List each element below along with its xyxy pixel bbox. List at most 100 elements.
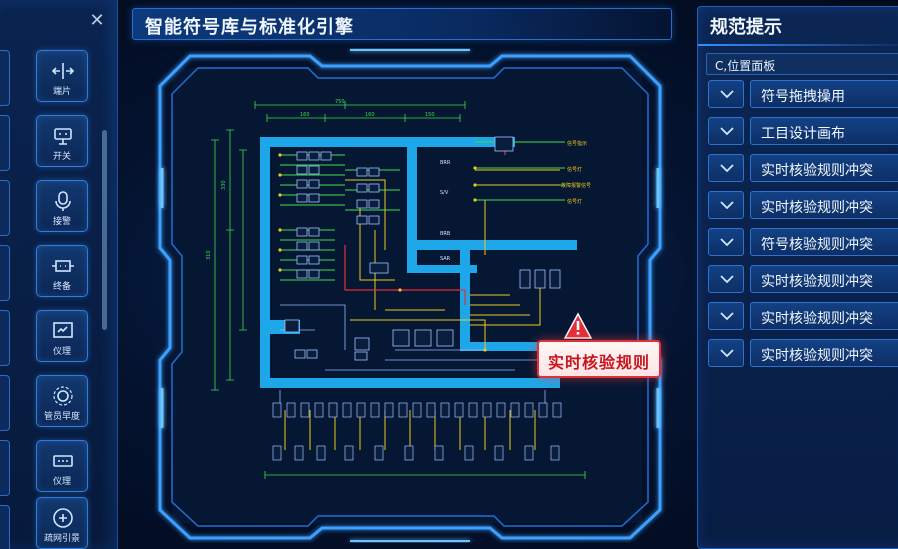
chevron-down-icon bbox=[720, 127, 734, 136]
palette-item-meter[interactable]: 仪理 bbox=[36, 310, 88, 362]
palette-item-label: 接警 bbox=[52, 217, 71, 227]
chevron-down-icon bbox=[720, 164, 734, 173]
svg-text:150: 150 bbox=[425, 112, 435, 118]
junction-dots bbox=[278, 153, 487, 352]
terminal-icon bbox=[52, 260, 74, 272]
palette-item-switch[interactable]: 开关 bbox=[36, 115, 88, 167]
palette-item-label: 疏网引景 bbox=[43, 534, 80, 544]
page-title: 智能符号库与标准化引擎 bbox=[145, 17, 354, 38]
palette-category-tab[interactable] bbox=[0, 310, 10, 366]
title-divider bbox=[698, 44, 898, 46]
palette-item-terminal[interactable]: 终备 bbox=[36, 245, 88, 297]
rule-item-label-box[interactable]: 实时核验规则冲突 bbox=[750, 302, 898, 330]
rule-item-label: 工目设计画布 bbox=[761, 126, 845, 142]
palette-category-tab[interactable] bbox=[0, 375, 10, 431]
rule-item-label-box[interactable]: 工目设计画布 bbox=[750, 117, 898, 145]
rule-item-label-box[interactable]: 实时核验规则冲突 bbox=[750, 265, 898, 293]
rule-item-label-box[interactable]: 实时核验规则冲突 bbox=[750, 339, 898, 367]
palette-category-tab[interactable] bbox=[0, 245, 10, 301]
chevron-down-icon bbox=[720, 90, 734, 99]
standards-hint-panel: 规范提示 C,位置面板 符号拖拽操用 工目设计画布 实时核验规则冲突 实时核验规… bbox=[697, 6, 898, 549]
signal-label: 故障报警信号 bbox=[561, 182, 591, 189]
signal-label: 信号灯 bbox=[567, 166, 582, 173]
palette-item-terminal-strip[interactable]: 端片 bbox=[36, 50, 88, 102]
rule-item-label: 实时核验规则冲突 bbox=[761, 274, 873, 290]
symbol-palette-panel: ✕ 端片 开关 接警 终备 bbox=[0, 0, 118, 549]
palette-category-tab[interactable] bbox=[0, 50, 10, 106]
svg-text:750: 750 bbox=[335, 99, 345, 105]
palette-item-label: 端片 bbox=[52, 87, 71, 97]
chevron-down-icon bbox=[720, 275, 734, 284]
rule-item-label: 符号核验规则冲突 bbox=[761, 237, 873, 253]
palette-category-tab[interactable] bbox=[0, 440, 10, 496]
palette-category-tab[interactable] bbox=[0, 115, 10, 171]
panel-title: 规范提示 bbox=[710, 17, 782, 38]
bus-label: BRB bbox=[440, 231, 451, 237]
expand-toggle[interactable] bbox=[708, 339, 744, 367]
green-wires bbox=[280, 141, 565, 281]
chevron-down-icon bbox=[720, 312, 734, 321]
bus-label: SAR bbox=[440, 256, 451, 262]
terminal-strip-icon bbox=[51, 63, 75, 79]
palette-item-connector[interactable]: 仪理 bbox=[36, 440, 88, 492]
page-title-bar: 智能符号库与标准化引擎 bbox=[132, 8, 672, 40]
validation-alert-label: 实时核验规则 bbox=[547, 353, 650, 372]
white-wires bbox=[279, 304, 546, 410]
rule-item-label: 实时核验规则冲突 bbox=[761, 348, 873, 364]
expand-toggle[interactable] bbox=[708, 80, 744, 108]
expand-toggle[interactable] bbox=[708, 228, 744, 256]
rule-item-label-box[interactable]: 实时核验规则冲突 bbox=[750, 191, 898, 219]
location-chip[interactable]: C,位置面板 bbox=[706, 53, 898, 75]
network-icon bbox=[53, 508, 73, 528]
palette-item-label: 开关 bbox=[52, 152, 71, 162]
switch-icon bbox=[54, 128, 72, 145]
palette-item-alarm[interactable]: 接警 bbox=[36, 180, 88, 232]
bus-labels: BRR S/V BRB SAR bbox=[440, 160, 451, 262]
chevron-down-icon bbox=[720, 238, 734, 247]
sensor-icon bbox=[53, 386, 73, 406]
validation-alert-callout[interactable]: 实时核验规则 bbox=[537, 340, 661, 378]
expand-toggle[interactable] bbox=[708, 117, 744, 145]
palette-item-label: 终备 bbox=[52, 282, 71, 292]
svg-text:310: 310 bbox=[206, 250, 212, 260]
palette-category-tab[interactable] bbox=[0, 505, 10, 549]
rule-item-label: 符号拖拽操用 bbox=[761, 89, 845, 105]
palette-item-sensor[interactable]: 管员早度 bbox=[36, 375, 88, 427]
palette-item-label: 仪理 bbox=[52, 477, 71, 487]
rule-item-label-box[interactable]: 实时核验规则冲突 bbox=[750, 154, 898, 182]
chevron-down-icon bbox=[720, 201, 734, 210]
signal-labels: 信号指示 信号灯 故障报警信号 信号灯 bbox=[561, 140, 591, 205]
bus-label: S/V bbox=[440, 190, 449, 196]
palette-scrollbar[interactable] bbox=[102, 130, 107, 330]
svg-text:330: 330 bbox=[221, 180, 227, 190]
rule-item-label: 实时核验规则冲突 bbox=[761, 200, 873, 216]
signal-label: 信号指示 bbox=[567, 140, 587, 147]
expand-toggle[interactable] bbox=[708, 154, 744, 182]
close-icon[interactable]: ✕ bbox=[89, 10, 105, 31]
rule-item-label-box[interactable]: 符号拖拽操用 bbox=[750, 80, 898, 108]
bus-label: BRR bbox=[440, 160, 451, 166]
expand-toggle[interactable] bbox=[708, 265, 744, 293]
signal-label: 信号灯 bbox=[567, 198, 582, 205]
yellow-wires bbox=[284, 169, 560, 450]
expand-toggle[interactable] bbox=[708, 191, 744, 219]
rule-item-label-box[interactable]: 符号核验规则冲突 bbox=[750, 228, 898, 256]
microphone-icon bbox=[55, 191, 71, 211]
relay-components[interactable] bbox=[284, 136, 561, 361]
terminal-block-row[interactable] bbox=[272, 402, 562, 461]
chevron-down-icon bbox=[720, 349, 734, 358]
meter-icon bbox=[53, 322, 73, 338]
connector-icon bbox=[53, 455, 73, 467]
rule-item-label: 实时核验规则冲突 bbox=[761, 163, 873, 179]
palette-category-tab[interactable] bbox=[0, 180, 10, 236]
palette-item-label: 仪理 bbox=[52, 347, 71, 357]
palette-item-label: 管员早度 bbox=[43, 412, 80, 422]
rule-item-label: 实时核验规则冲突 bbox=[761, 311, 873, 327]
expand-toggle[interactable] bbox=[708, 302, 744, 330]
warning-icon bbox=[563, 312, 593, 339]
svg-text:160: 160 bbox=[300, 112, 310, 118]
dimension-lines bbox=[211, 101, 586, 479]
palette-item-network[interactable]: 疏网引景 bbox=[36, 497, 88, 549]
